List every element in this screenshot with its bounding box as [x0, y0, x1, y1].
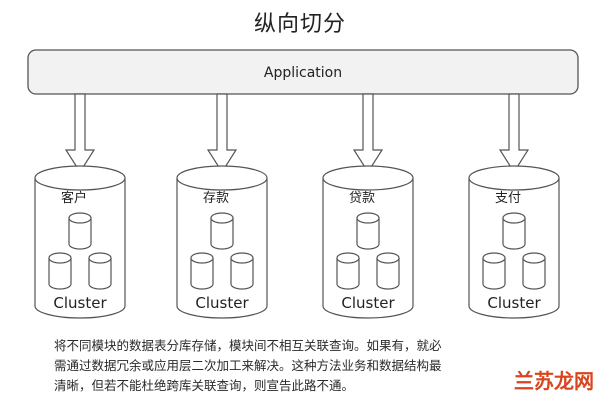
caption-line-1: 将不同模块的数据表分库存储，模块间不相互关联查询。如果有，就必 — [54, 338, 442, 353]
cluster-label: Cluster — [195, 294, 249, 312]
db-icon — [68, 212, 92, 250]
arrow-3 — [352, 93, 384, 174]
db-icon — [190, 252, 214, 290]
cluster-1: 客户 Cluster — [34, 165, 126, 319]
db-icon — [230, 252, 254, 290]
cluster-label: Cluster — [487, 294, 541, 312]
db-icon — [356, 212, 380, 250]
cluster-4: 支付 Cluster — [468, 165, 560, 319]
db-icon — [522, 252, 546, 290]
application-label: Application — [264, 65, 342, 81]
db-icon — [48, 252, 72, 290]
caption-line-3: 清晰，但若不能杜绝跨库关联查询，则宣告此路不通。 — [54, 378, 355, 393]
db-icon — [88, 252, 112, 290]
cluster-name: 贷款 — [349, 191, 375, 206]
application-bar — [27, 49, 579, 95]
db-icon — [336, 252, 360, 290]
arrows — [64, 93, 530, 174]
db-icon — [210, 212, 234, 250]
cluster-name: 支付 — [495, 191, 521, 206]
cluster-2: 存款 Cluster — [176, 165, 268, 319]
arrow-4 — [498, 93, 530, 174]
cluster-name: 存款 — [203, 191, 229, 206]
cluster-label: Cluster — [341, 294, 395, 312]
caption-line-2: 需通过数据冗余或应用层二次加工来解决。这种方法业务和数据结构最 — [54, 358, 442, 373]
cluster-3: 贷款 Cluster — [322, 165, 414, 319]
db-icon — [502, 212, 526, 250]
cluster-name: 客户 — [61, 190, 87, 206]
arrow-2 — [206, 93, 238, 174]
clusters: 客户 Cluster 存款 Cluster 贷款 Cluster 支付 Cluster — [34, 165, 560, 319]
diagram-title: 纵向切分 — [253, 12, 346, 37]
watermark-logo: 兰苏龙网 — [512, 365, 596, 394]
db-icon — [482, 252, 506, 290]
arrow-1 — [64, 93, 96, 174]
cluster-label: Cluster — [53, 294, 107, 312]
db-icon — [376, 252, 400, 290]
